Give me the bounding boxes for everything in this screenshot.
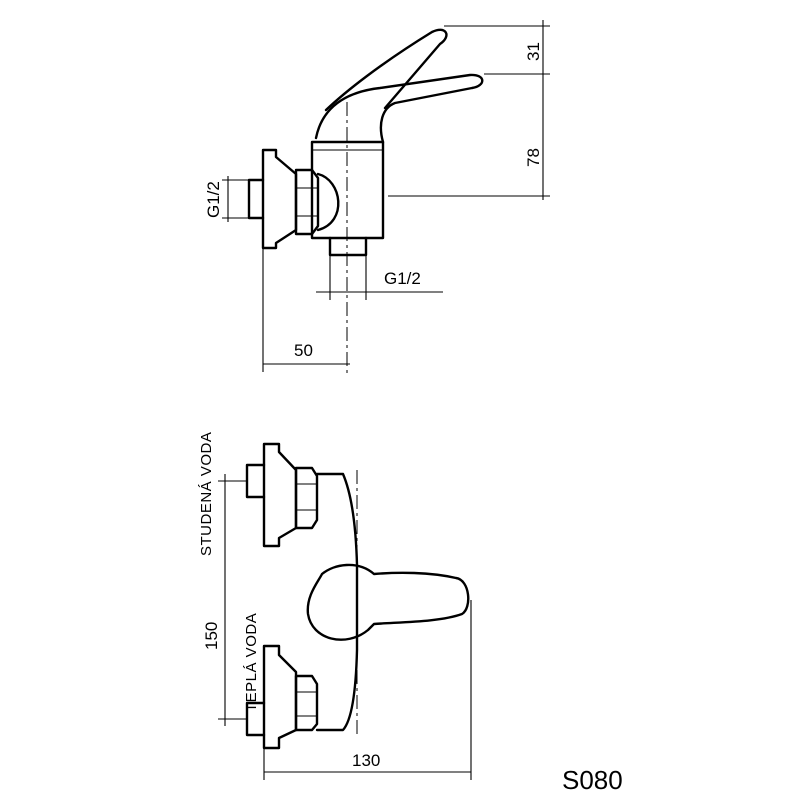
- dim-width: 130: [352, 751, 380, 770]
- side-view: 31 78 G1/2 G1/2 50: [204, 20, 550, 375]
- front-hot-nut: [294, 674, 319, 732]
- side-lever: [314, 73, 484, 144]
- label-hot-water: TEPLÁ VODA: [243, 613, 260, 712]
- side-wall-flange: [261, 148, 298, 250]
- dim-inlet-thread: G1/2: [204, 181, 223, 218]
- label-cold-water: STUDENÁ VODA: [198, 432, 215, 556]
- front-view: 150 STUDENÁ VODA TEPLÁ VODA 130: [198, 432, 472, 780]
- dim-lever-height: 31: [524, 42, 543, 61]
- side-eccentric: [316, 172, 340, 232]
- side-inlet-pipe: [247, 178, 265, 220]
- front-cold-flange: [262, 442, 298, 548]
- dim-depth: 50: [294, 341, 313, 360]
- front-body: [315, 472, 359, 732]
- model-code: S080: [562, 765, 623, 795]
- front-lever: [306, 563, 470, 641]
- dim-body-height: 78: [524, 148, 543, 167]
- side-outlet-pipe: [328, 236, 368, 257]
- front-hot-flange: [262, 644, 298, 750]
- dim-spacing: 150: [202, 622, 221, 650]
- dim-outlet-thread: G1/2: [384, 269, 421, 288]
- front-cold-nut: [294, 466, 319, 530]
- side-hex-nut: [294, 168, 320, 236]
- front-cold-pipe: [245, 463, 266, 499]
- side-lever-raised: [324, 28, 448, 112]
- side-body: [310, 140, 385, 240]
